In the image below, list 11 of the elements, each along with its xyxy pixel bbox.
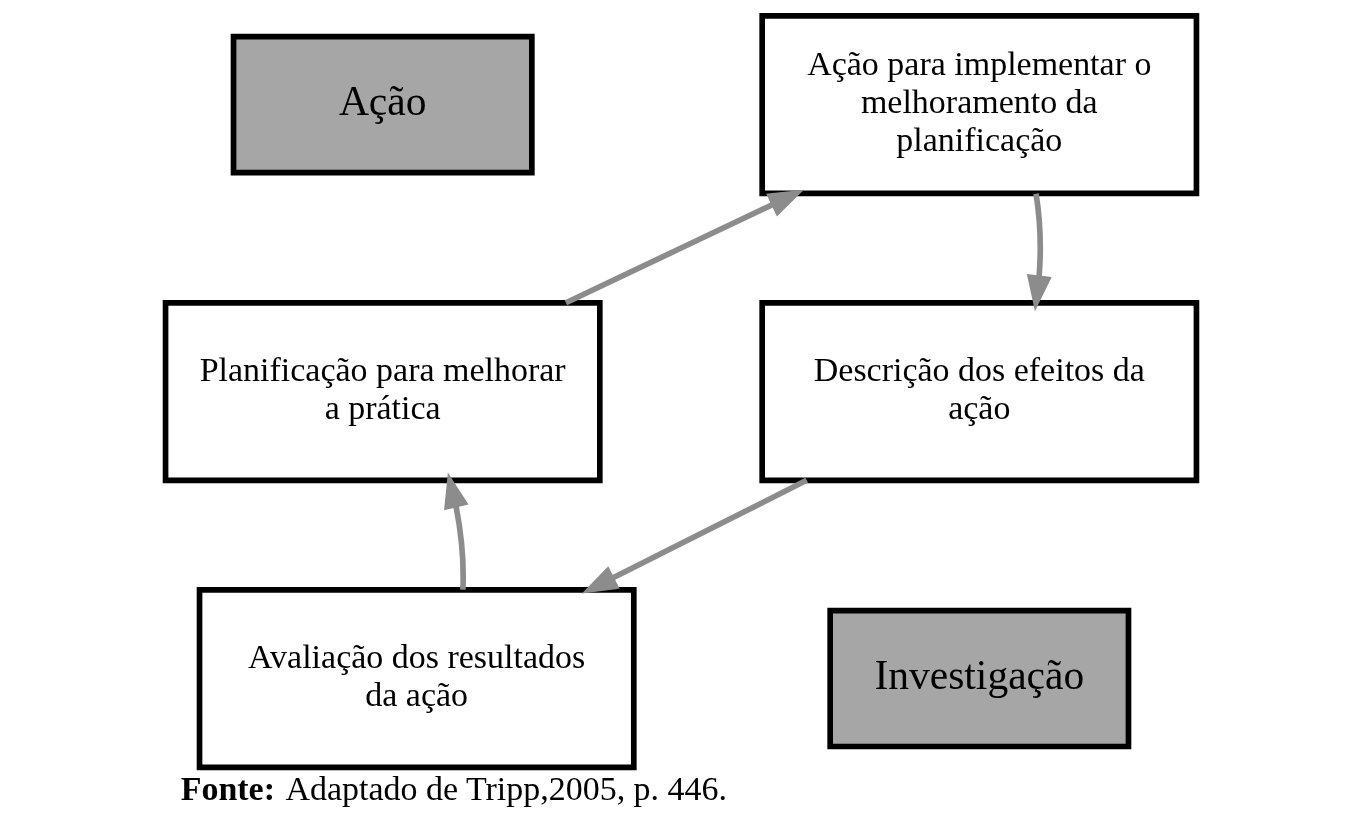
arrow xyxy=(1026,193,1052,312)
arrow xyxy=(581,477,808,594)
arrow xyxy=(564,189,804,306)
node-box: Planificação para melhorar a prática xyxy=(162,300,603,484)
node-box: Ação xyxy=(230,33,535,176)
node-box: Descrição dos efeitos da ação xyxy=(759,300,1200,484)
node-box: Investigação xyxy=(827,607,1132,750)
node-box: Ação para implementar o melhoramento da planificação xyxy=(759,13,1200,197)
node-box: Avaliação dos resultados da ação xyxy=(196,587,637,771)
caption: Fonte: Adaptado de Tripp,2005, p. 446. xyxy=(180,770,728,808)
arrow xyxy=(444,472,469,590)
